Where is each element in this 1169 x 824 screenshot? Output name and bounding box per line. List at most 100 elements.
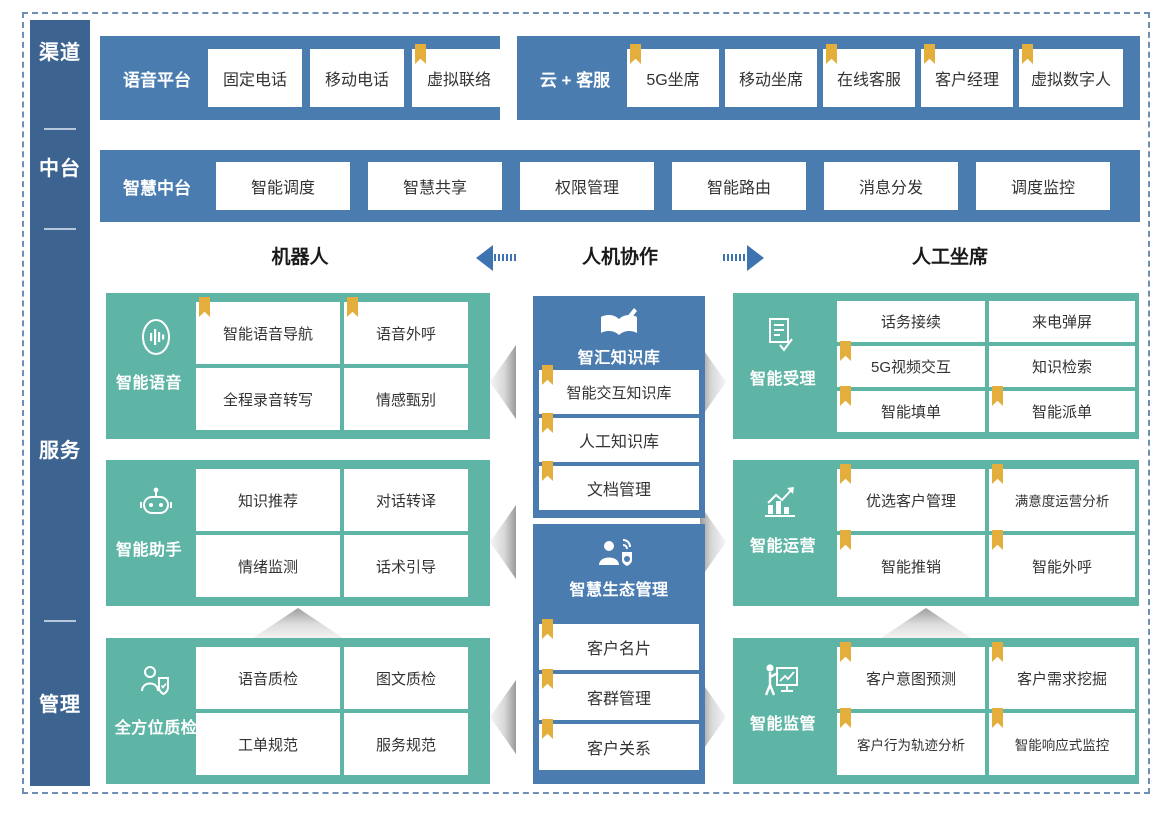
cell-voice-quality-check[interactable]: 语音质检: [196, 647, 340, 709]
cell-label: 客户意图预测: [865, 670, 956, 688]
cell-knowledge-search[interactable]: 知识检索: [989, 346, 1135, 387]
ribbon-icon: [840, 642, 851, 662]
cell-label: 工单规范: [237, 736, 298, 754]
ribbon-icon: [542, 413, 553, 433]
cell-dialogue-translation[interactable]: 对话转译: [344, 469, 468, 531]
voice-wave-icon: [130, 315, 182, 359]
cell-call-continuation[interactable]: 话务接续: [837, 301, 985, 342]
chip-label: 消息分发: [858, 180, 923, 197]
cell-label: 全程录音转写: [222, 391, 313, 409]
cell-smart-ticket-dispatch[interactable]: 智能派单: [989, 386, 1135, 432]
chip-5g-seat[interactable]: 5G坐席: [627, 44, 719, 107]
ribbon-icon: [992, 708, 1003, 728]
row-customer-group-mgmt[interactable]: 客群管理: [539, 669, 699, 720]
chip-message-dispatch[interactable]: 消息分发: [824, 162, 958, 210]
chip-smart-sharing[interactable]: 智慧共享: [368, 162, 502, 210]
chip-dispatch-monitor[interactable]: 调度监控: [976, 162, 1110, 210]
ribbon-icon: [542, 619, 553, 639]
row-label: 人工知识库: [578, 434, 659, 451]
ribbon-icon: [542, 461, 553, 481]
arrow-right-tail: [723, 254, 747, 261]
cell-customer-intent-prediction[interactable]: 客户意图预测: [837, 642, 985, 709]
row-label: 文档管理: [586, 482, 651, 499]
chip-label: 智慧共享: [402, 180, 467, 197]
row-interactive-knowledge-base[interactable]: 智能交互知识库: [539, 365, 699, 414]
cell-emotion-monitoring[interactable]: 情绪监测: [196, 535, 340, 597]
ribbon-icon: [199, 297, 210, 317]
cell-smart-marketing[interactable]: 智能推销: [837, 530, 985, 597]
cell-customer-behavior-analysis[interactable]: 客户行为轨迹分析: [837, 708, 985, 775]
chip-online-service[interactable]: 在线客服: [823, 44, 915, 107]
chip-account-manager[interactable]: 客户经理: [921, 44, 1013, 107]
cell-label: 语音质检: [237, 670, 298, 688]
cloud-service-band: 云 + 客服 5G坐席 移动坐席 在线客服 客户经理 虚拟数字人: [517, 36, 1140, 120]
person-network-icon: [533, 534, 705, 576]
panel-title-smart-acceptance: 智能受理: [749, 371, 816, 388]
cell-label: 智能响应式监控: [1014, 738, 1110, 753]
chip-label: 智能调度: [250, 180, 315, 197]
row-label: 智能交互知识库: [566, 384, 672, 402]
chip-smart-scheduling[interactable]: 智能调度: [216, 162, 350, 210]
sidebar-label-service: 服务: [39, 440, 81, 462]
cell-premium-customer-mgmt[interactable]: 优选客户管理: [837, 464, 985, 531]
row-customer-card[interactable]: 客户名片: [539, 619, 699, 670]
cell-emotion-recognition[interactable]: 情感甄别: [344, 368, 468, 430]
chip-virtual-contact[interactable]: 虚拟联络: [412, 44, 506, 107]
row-customer-relationship[interactable]: 客户关系: [539, 719, 699, 770]
ribbon-icon: [415, 44, 426, 64]
cell-incoming-call-popup[interactable]: 来电弹屏: [989, 301, 1135, 342]
row-label: 客群管理: [586, 691, 651, 708]
cloud-service-title: 云 + 客服: [539, 70, 611, 90]
document-check-icon: [755, 313, 807, 357]
ribbon-icon: [542, 719, 553, 739]
open-book-pen-icon: [533, 304, 705, 344]
row-document-management[interactable]: 文档管理: [539, 461, 699, 510]
panel-smart-assistant: 智能助手 知识推荐 对话转译 情绪监测 话术引导: [106, 460, 490, 606]
column-header-human-agent: 人工坐席: [911, 247, 988, 268]
cell-ticket-standard[interactable]: 工单规范: [196, 713, 340, 775]
chip-label: 固定电话: [222, 72, 287, 89]
chip-permission-mgmt[interactable]: 权限管理: [520, 162, 654, 210]
sidebar-divider-1: [44, 128, 76, 130]
panel-smart-acceptance: 智能受理 话务接续 来电弹屏 5G视频交互 知识检索 智能填单 智能派单: [733, 293, 1139, 439]
cell-text-image-quality-check[interactable]: 图文质检: [344, 647, 468, 709]
cell-smart-form-filling[interactable]: 智能填单: [837, 386, 985, 432]
cell-knowledge-recommendation[interactable]: 知识推荐: [196, 469, 340, 531]
cell-service-standard[interactable]: 服务规范: [344, 713, 468, 775]
ribbon-icon: [1022, 44, 1033, 64]
chip-label: 移动电话: [324, 72, 389, 89]
cell-label: 来电弹屏: [1031, 314, 1092, 331]
chip-mobile-phone[interactable]: 移动电话: [310, 49, 404, 107]
chip-smart-routing[interactable]: 智能路由: [672, 162, 806, 210]
cell-smart-outbound[interactable]: 智能外呼: [989, 530, 1135, 597]
cell-smart-voice-nav[interactable]: 智能语音导航: [196, 297, 340, 364]
cell-5g-video-interaction[interactable]: 5G视频交互: [837, 341, 985, 387]
chip-fixed-phone[interactable]: 固定电话: [208, 49, 302, 107]
panel-title-smart-assistant: 智能助手: [115, 542, 182, 559]
ribbon-icon: [992, 464, 1003, 484]
bar-chart-trend-icon: [755, 480, 807, 524]
panel-title-smart-operation: 智能运营: [749, 538, 816, 555]
chip-label: 5G坐席: [646, 72, 700, 89]
chip-virtual-human[interactable]: 虚拟数字人: [1019, 44, 1123, 107]
cell-smart-responsive-monitoring[interactable]: 智能响应式监控: [989, 708, 1135, 775]
cell-label: 知识推荐: [237, 492, 298, 510]
cell-customer-demand-mining[interactable]: 客户需求挖掘: [989, 642, 1135, 709]
row-manual-knowledge-base[interactable]: 人工知识库: [539, 413, 699, 462]
voice-platform-title: 语音平台: [123, 70, 191, 90]
cell-label: 智能语音导航: [222, 325, 313, 343]
ribbon-icon: [347, 297, 358, 317]
smart-middle-title: 智慧中台: [123, 178, 191, 198]
panel-title-smart-voice: 智能语音: [115, 375, 182, 392]
chip-label: 权限管理: [554, 180, 619, 197]
cell-voice-outbound[interactable]: 语音外呼: [344, 297, 468, 364]
panel-title-full-quality-check: 全方位质检: [114, 720, 198, 737]
column-header-collaboration: 人机协作: [581, 247, 658, 268]
ribbon-icon: [992, 386, 1003, 406]
chip-mobile-seat[interactable]: 移动坐席: [725, 49, 817, 107]
cell-full-recording-transcription[interactable]: 全程录音转写: [196, 368, 340, 430]
chip-label: 调度监控: [1010, 180, 1075, 197]
cell-label: 语音外呼: [375, 325, 436, 343]
cell-script-guidance[interactable]: 话术引导: [344, 535, 468, 597]
cell-satisfaction-analysis[interactable]: 满意度运营分析: [989, 464, 1135, 531]
